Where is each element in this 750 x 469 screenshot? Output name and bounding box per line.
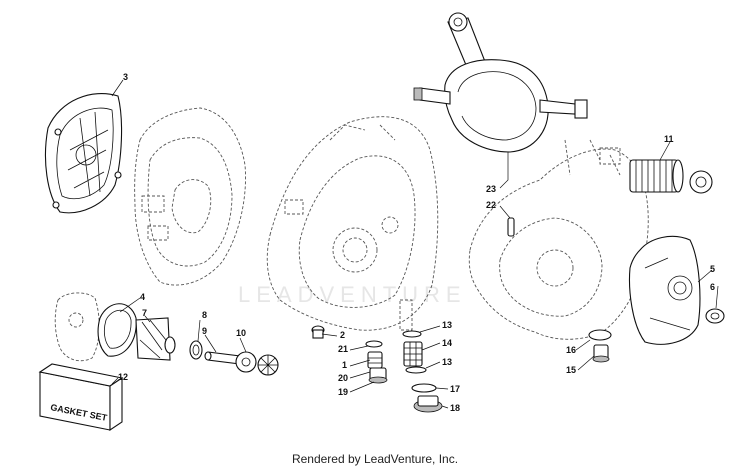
drain-plug-part[interactable] (705, 308, 725, 324)
sensor-oring-part[interactable] (588, 329, 612, 341)
callout-15: 15 (566, 365, 576, 375)
callout-21: 21 (338, 344, 348, 354)
oring-17-part[interactable] (411, 383, 437, 393)
callout-12: 12 (118, 372, 128, 382)
leader-lines (111, 79, 719, 409)
left-crankcase-outline (266, 116, 439, 331)
oring-small-part[interactable] (365, 340, 383, 348)
crankshaft-part[interactable] (413, 12, 588, 153)
callout-14: 14 (442, 338, 452, 348)
callout-1: 1 (342, 360, 347, 370)
callouts: 3 4 7 8 9 10 12 2 21 1 20 19 13 14 13 17… (118, 72, 715, 413)
impeller-part[interactable] (135, 317, 176, 361)
filter-screen-part[interactable] (403, 341, 423, 367)
callout-19: 19 (338, 387, 348, 397)
pump-shaft-part[interactable] (204, 351, 241, 365)
callout-4: 4 (140, 292, 145, 302)
gasket-set-box[interactable]: GASKET SET (38, 363, 124, 432)
right-crankcase-outline (468, 139, 649, 340)
pump-housing-outline (54, 292, 100, 362)
oring-13a-part[interactable] (402, 330, 422, 338)
plug-bolt-part[interactable] (311, 325, 325, 339)
watermark: LEADVENTURE (238, 282, 467, 307)
callout-9: 9 (202, 326, 207, 336)
callout-17: 17 (450, 384, 460, 394)
oil-filter-part[interactable] (629, 159, 713, 194)
callout-13-top: 13 (442, 320, 452, 330)
credit-text: Rendered by LeadVenture, Inc. (291, 452, 459, 466)
callout-7: 7 (142, 308, 147, 318)
oil-pump-shaft-part[interactable] (399, 299, 413, 331)
plug-cap-part[interactable] (368, 367, 388, 384)
drain-cap-part[interactable] (413, 395, 443, 413)
screen-part[interactable] (367, 351, 383, 369)
callout-2: 2 (340, 330, 345, 340)
fitting-pin-part[interactable] (507, 217, 515, 237)
callout-13-bottom: 13 (442, 357, 452, 367)
outer-cover-part[interactable] (44, 93, 123, 214)
callout-16: 16 (566, 345, 576, 355)
bearing-part[interactable] (235, 351, 257, 373)
oring-13b-part[interactable] (405, 366, 427, 374)
sensor-plug-part[interactable] (592, 344, 610, 363)
callout-23: 23 (486, 184, 496, 194)
callout-5: 5 (710, 264, 715, 274)
clutch-cover-outline (134, 107, 246, 286)
gear-part[interactable] (257, 354, 279, 376)
callout-6: 6 (710, 282, 715, 292)
callout-10: 10 (236, 328, 246, 338)
seal-part[interactable] (189, 340, 203, 360)
callout-3: 3 (123, 72, 128, 82)
callout-18: 18 (450, 403, 460, 413)
pump-cover-part[interactable] (629, 235, 701, 345)
callout-8: 8 (202, 310, 207, 320)
callout-11: 11 (664, 134, 674, 144)
callout-20: 20 (338, 373, 348, 383)
pump-gasket-part[interactable] (97, 303, 137, 357)
callout-22: 22 (486, 200, 496, 210)
